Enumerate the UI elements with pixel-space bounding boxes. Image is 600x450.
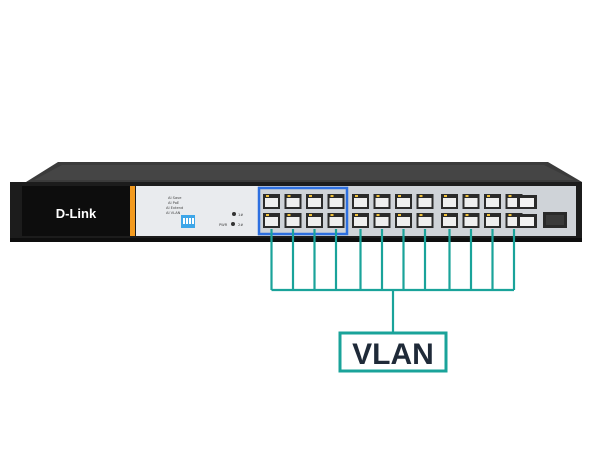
chassis-top-highlight — [34, 165, 574, 180]
port-led — [419, 195, 423, 197]
rj45-port-socket — [486, 198, 499, 207]
rj45-port-socket — [308, 217, 321, 226]
rj45-port-socket — [375, 198, 389, 207]
port-led — [309, 195, 312, 197]
port-led — [355, 195, 358, 197]
rj45-port-socket — [265, 217, 278, 226]
rj45-port-socket — [486, 217, 499, 226]
switch-label-ai-vlan: AI VLAN — [166, 211, 181, 215]
rj45-port-socket — [418, 217, 432, 226]
port-led — [330, 214, 334, 216]
vlan-label: VLAN — [352, 338, 434, 371]
port-led — [287, 195, 291, 197]
led-1 — [232, 212, 236, 216]
port-led — [398, 195, 401, 197]
port-led — [398, 214, 401, 216]
power-label: PWR — [219, 223, 228, 227]
port-grid — [263, 194, 523, 228]
rj45-port-socket — [329, 217, 343, 226]
rj45-port-socket — [286, 217, 300, 226]
rj45-port-socket — [265, 198, 278, 207]
chassis-bottom-edge — [10, 238, 582, 242]
uplink-ports — [517, 195, 537, 228]
led-label-2: 2# — [238, 223, 243, 227]
port-led — [309, 214, 312, 216]
port-led — [465, 195, 469, 197]
port-led — [266, 195, 269, 197]
rj45-port-socket — [464, 217, 478, 226]
port-led — [287, 214, 291, 216]
rj45-port-socket — [507, 198, 521, 207]
port-led — [330, 195, 334, 197]
rj45-port-socket — [418, 198, 432, 207]
rj45-port-socket — [507, 217, 521, 226]
control-panel — [136, 186, 258, 236]
port-led — [444, 195, 447, 197]
vlan-label-box — [338, 331, 448, 373]
port-led — [487, 195, 490, 197]
port-led — [508, 214, 512, 216]
switch-label-ai-extend: AI Extend — [166, 206, 183, 210]
rj45-port-socket — [354, 217, 367, 226]
rj45-port-socket — [286, 198, 300, 207]
rj45-port-socket — [354, 198, 367, 207]
dip-switch — [181, 215, 195, 228]
led-label-1: 1# — [238, 213, 243, 217]
brand-panel — [22, 186, 130, 236]
port-led — [487, 214, 490, 216]
rj45-port-socket — [443, 217, 456, 226]
port-highlight-box — [257, 186, 349, 236]
switch-label-ai-poe: AI PoE — [168, 201, 180, 205]
rj45-port-socket — [329, 198, 343, 207]
port-led — [508, 195, 512, 197]
power-led — [231, 222, 235, 226]
vlan-connector-lines — [270, 229, 516, 333]
port-led — [266, 214, 269, 216]
rj45-port-socket — [308, 198, 321, 207]
sfp-port — [543, 212, 567, 228]
port-led — [419, 214, 423, 216]
switch-label-ai-save: AI Save — [168, 196, 182, 200]
rj45-port-socket — [397, 198, 410, 207]
brand-accent-strip — [130, 186, 135, 236]
port-led — [444, 214, 447, 216]
rj45-port-socket — [397, 217, 410, 226]
port-led — [465, 214, 469, 216]
port-led — [355, 214, 358, 216]
rj45-port-socket — [443, 198, 456, 207]
port-led — [376, 214, 380, 216]
rj45-port-socket — [464, 198, 478, 207]
port-led — [376, 195, 380, 197]
port-panel — [258, 186, 576, 236]
rj45-port-socket — [375, 217, 389, 226]
brand-logo: D-Link — [56, 206, 97, 221]
